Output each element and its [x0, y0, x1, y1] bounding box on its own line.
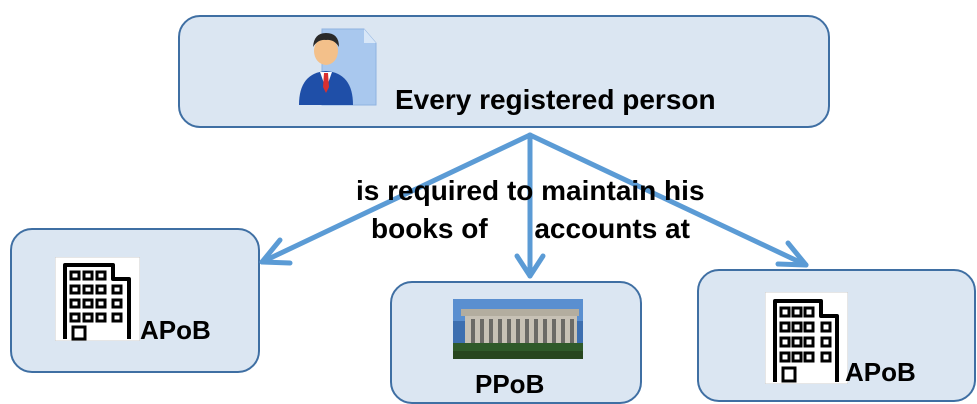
arrow-to-right-apob [527, 132, 809, 268]
registered-person-box [178, 15, 830, 128]
arrowhead-mid [514, 253, 546, 279]
building-photo [453, 299, 583, 359]
arrow-to-left-apob [259, 132, 533, 265]
office-building-icon [765, 292, 848, 384]
registered-person-label: Every registered person [395, 84, 716, 115]
apob-left-label: APoB [140, 315, 211, 345]
arrowhead-left [259, 237, 293, 266]
ppob-label: PPoB [475, 369, 545, 399]
apob-right-label: APoB [845, 357, 916, 387]
connector-text-line2: books of accounts at [371, 213, 690, 244]
connector-text-line1: is required to maintain his [356, 175, 705, 206]
arrowhead-right [775, 240, 809, 268]
office-building-icon [55, 257, 140, 341]
person-document-icon [299, 28, 377, 106]
